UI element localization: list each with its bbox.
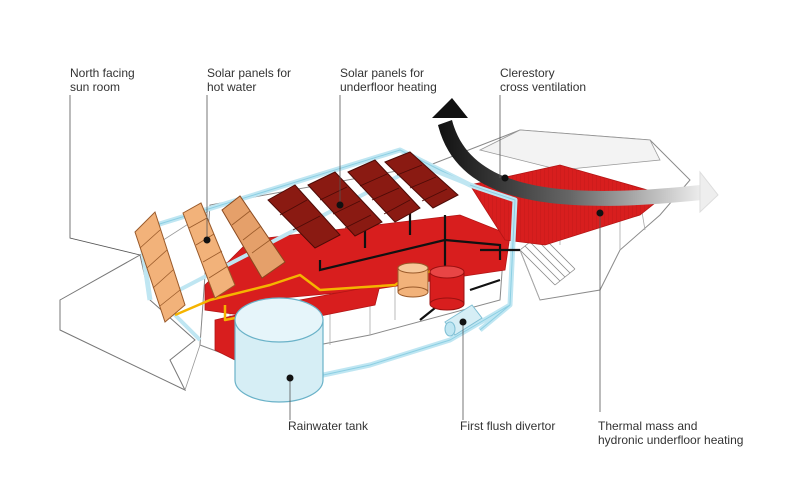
- underfloor-panel-2: [307, 171, 383, 237]
- leader-lines: [69, 95, 601, 420]
- hot-water-panel-grid: [139, 210, 271, 307]
- label-solar-panels-underfloor-heating: Solar panels for underfloor heating: [340, 66, 437, 94]
- label-thermal-mass-hydronic: Thermal mass and hydronic underfloor hea…: [598, 419, 743, 447]
- solar-panels-hot-water: [134, 195, 286, 323]
- ventilation-arrowhead-right: [699, 170, 719, 214]
- stairs: [519, 233, 576, 286]
- underfloor-heating-tank: [429, 265, 465, 311]
- hot-water-panel-2: [182, 202, 236, 299]
- label-rainwater-tank: Rainwater tank: [288, 419, 368, 433]
- label-line: sun room: [70, 80, 121, 94]
- rainwater-tank: [234, 297, 324, 403]
- label-solar-panels-hot-water: Solar panels for hot water: [207, 66, 291, 94]
- hot-water-panel-3: [221, 195, 286, 279]
- label-line: hydronic underfloor heating: [598, 433, 744, 447]
- label-clerestory-cross-ventilation: Clerestory cross ventilation: [500, 66, 586, 94]
- label-line: cross ventilation: [500, 80, 587, 94]
- label-north-facing-sun-room: North facing sun room: [70, 66, 135, 94]
- ventilation-arrow: [438, 120, 702, 206]
- label-first-flush-divertor: First flush divertor: [460, 419, 555, 433]
- label-line: Rainwater tank: [288, 419, 369, 433]
- label-line: hot water: [207, 80, 257, 94]
- hot-water-panel-1: [134, 211, 186, 323]
- sun-room-outline: [59, 254, 196, 392]
- underfloor-panel-grid: [279, 164, 448, 231]
- label-line: Thermal mass and: [598, 419, 698, 433]
- label-line: North facing: [70, 66, 135, 80]
- underfloor-panel-3: [347, 159, 421, 223]
- underfloor-panel-4: [384, 151, 459, 209]
- ventilation-arrowhead-up: [432, 98, 468, 118]
- clerestory-roof: [478, 129, 661, 171]
- label-line: Solar panels for: [340, 66, 425, 80]
- label-line: Clerestory: [500, 66, 555, 80]
- solar-panels-underfloor: [267, 151, 459, 249]
- leader-dots: [203, 174, 604, 382]
- label-line: underfloor heating: [340, 80, 437, 94]
- underfloor-panel-1: [267, 184, 341, 249]
- label-line: First flush divertor: [460, 419, 556, 433]
- label-line: Solar panels for: [207, 66, 292, 80]
- hot-water-tank: [397, 262, 429, 298]
